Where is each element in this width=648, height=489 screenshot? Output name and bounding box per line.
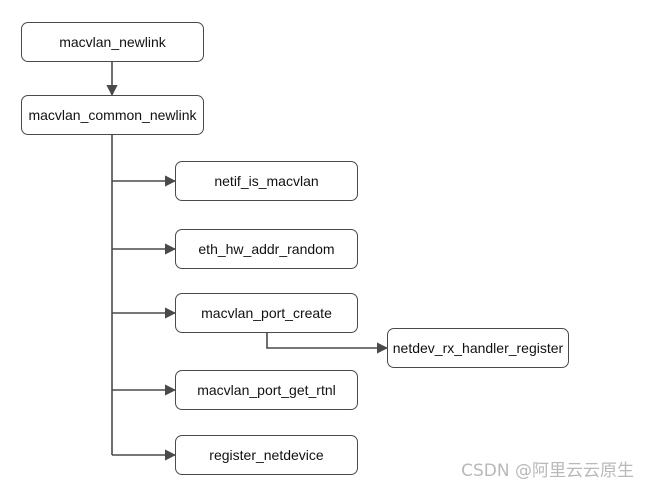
node-macvlan-newlink: macvlan_newlink (21, 22, 204, 62)
node-eth-hw-addr-random: eth_hw_addr_random (175, 229, 358, 269)
watermark-text: CSDN @阿里云云原生 (461, 461, 634, 481)
node-macvlan-port-get-rtnl: macvlan_port_get_rtnl (175, 370, 358, 410)
node-register-netdevice: register_netdevice (175, 435, 358, 475)
node-netdev-rx-handler-register: netdev_rx_handler_register (387, 328, 569, 368)
edge-port-create-to-rx-handler-register (266, 333, 389, 354)
node-macvlan-common-newlink: macvlan_common_newlink (21, 95, 204, 135)
node-netif-is-macvlan: netif_is_macvlan (175, 161, 358, 201)
node-macvlan-port-create: macvlan_port_create (175, 293, 358, 333)
